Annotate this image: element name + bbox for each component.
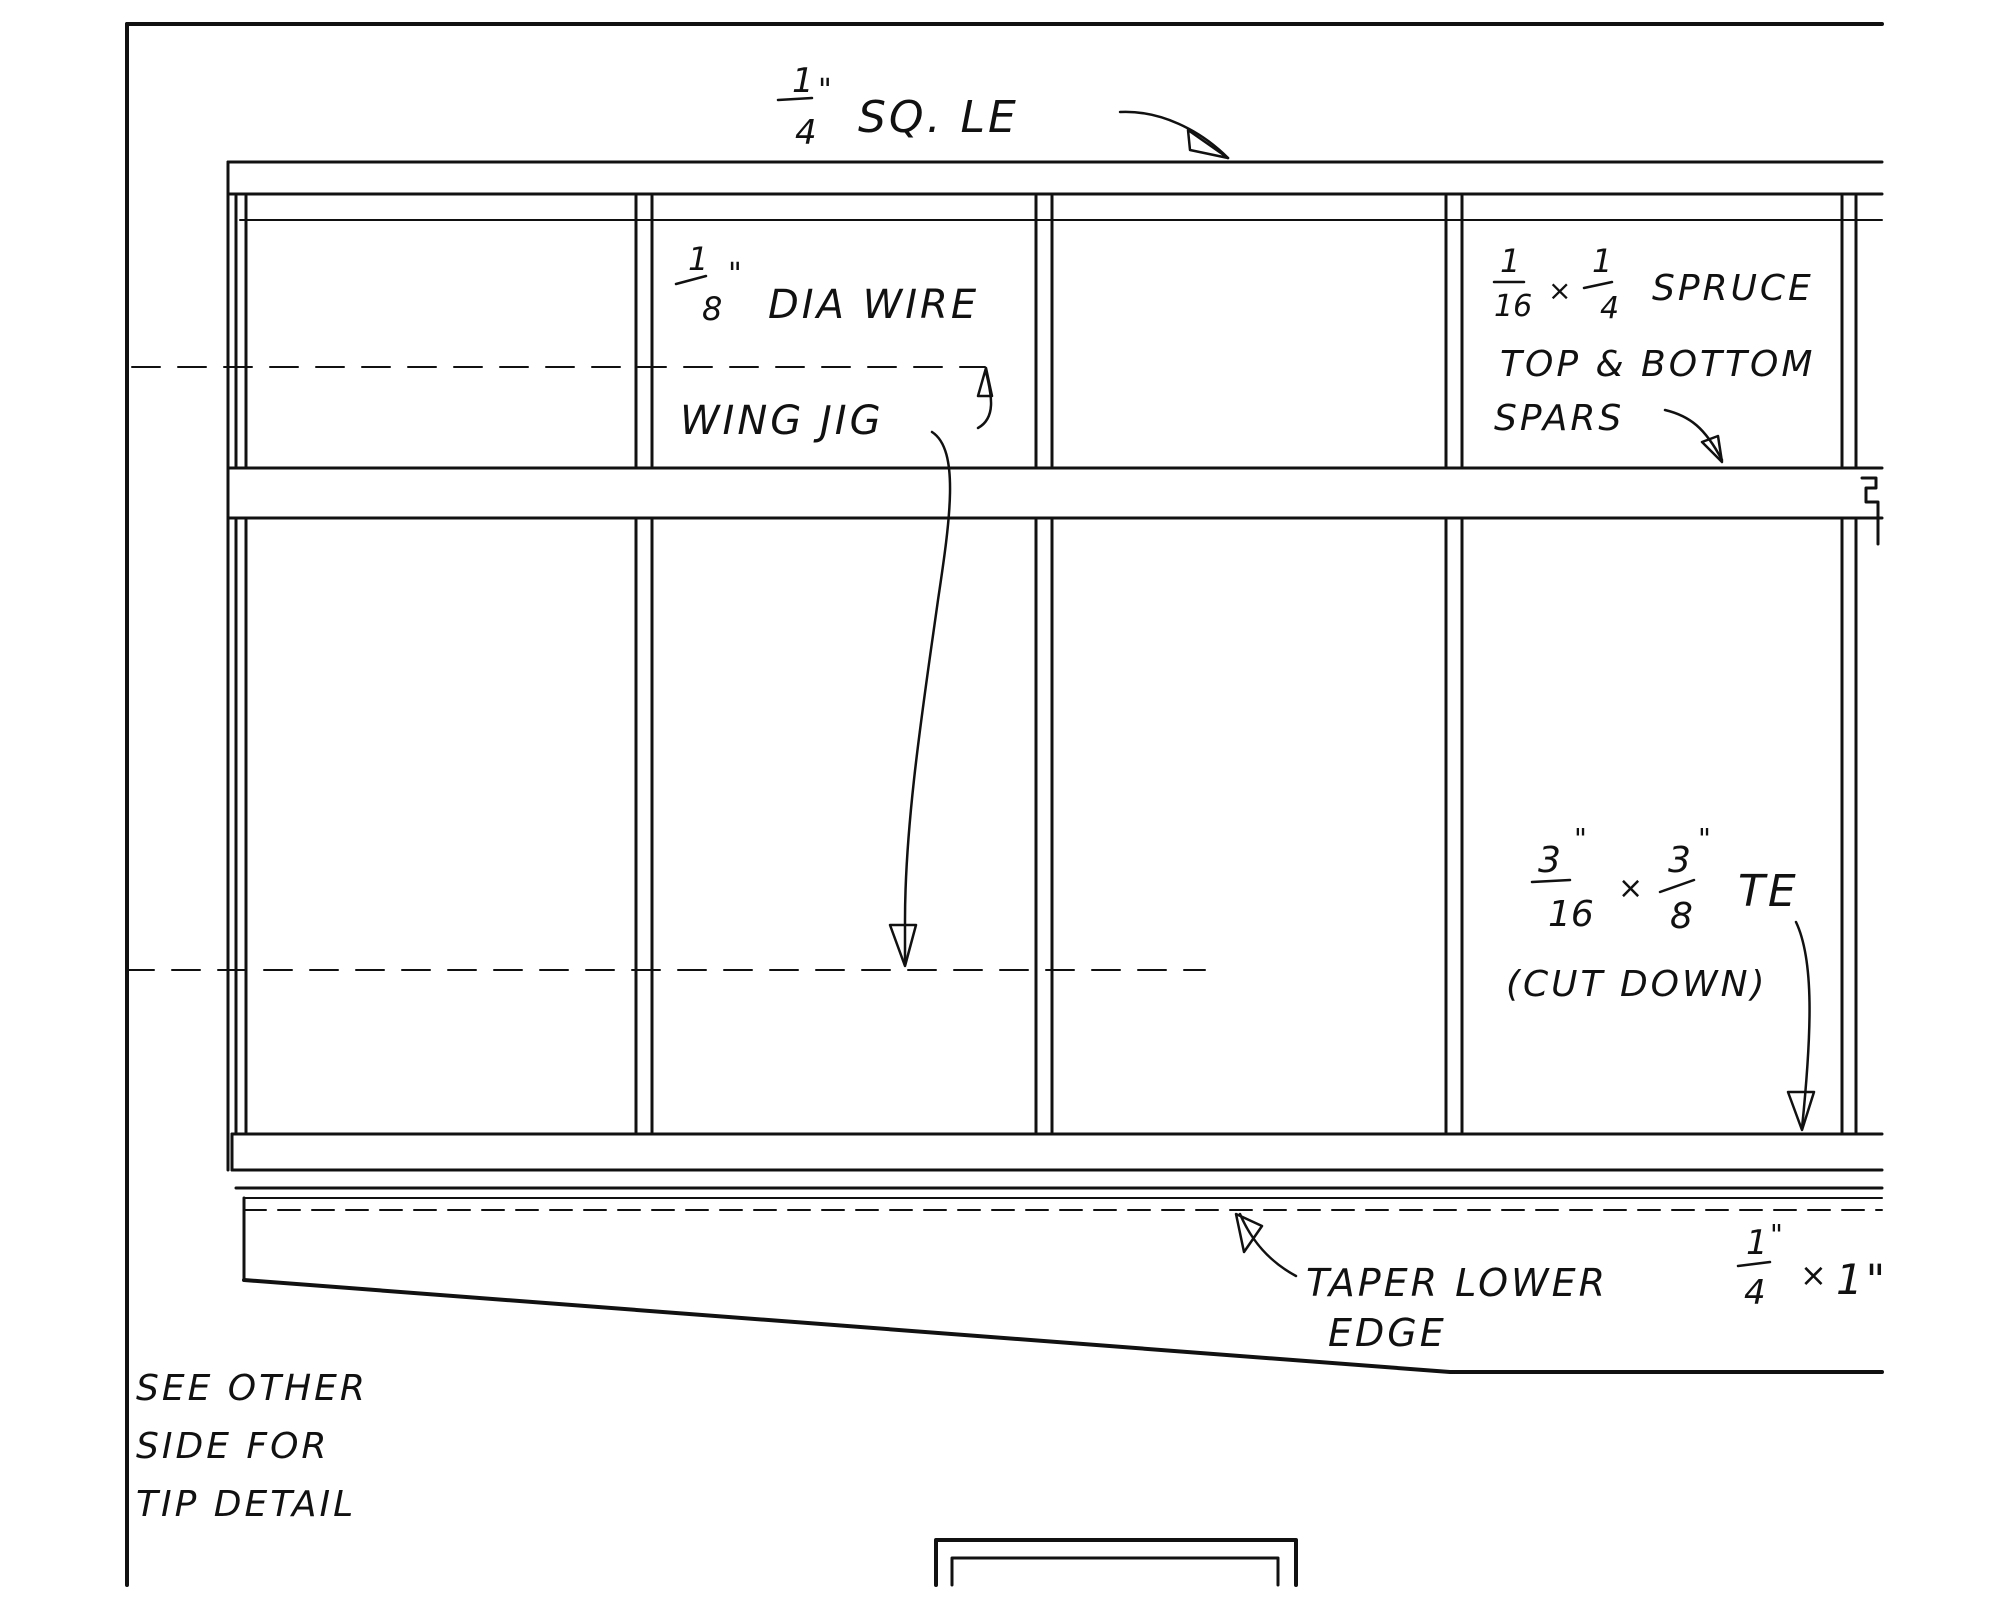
tapered-lower-edge [234,1186,1884,1374]
wing-ribs [234,194,1858,1134]
te-frac1-num: 3 [1538,840,1561,881]
main-spar [226,466,1884,546]
spars-line2: TOP & BOTTOM [1500,344,1815,385]
wire-text: DIA WIRE [768,282,979,328]
label-spars: 1 16 × 1 4 SPRUCE TOP & BOTTOM SPARS [1492,242,1815,439]
wire-frac-den: 8 [702,290,722,328]
label-taper: TAPER LOWER EDGE [1306,1261,1608,1355]
spars-frac1-num: 1 [1500,242,1520,280]
sheet-border [125,22,1884,1587]
jig-lines [125,366,1206,971]
te-frac1-den: 16 [1548,894,1594,935]
trailing-edge-strip [230,1132,1884,1172]
tip-frac-den: 4 [1744,1273,1766,1313]
leader-arrows [888,110,1816,1278]
te-frac2-num: 3 [1668,840,1691,881]
spars-times: × [1548,274,1574,307]
note-line1: SEE OTHER [136,1368,368,1409]
le-frac-den: 4 [795,113,817,153]
note-line2: SIDE FOR [136,1426,329,1467]
label-tip-stock: 1 4 " × 1" [1736,1218,1888,1313]
rib-2 [634,194,654,1134]
label-wire: 1 8 " DIA WIRE [674,240,979,328]
bottom-fixture [934,1538,1298,1587]
arrow-taper [1234,1212,1298,1278]
leading-edge-strip [226,160,1884,1172]
te-frac2-den: 8 [1670,896,1693,937]
taper-line1: TAPER LOWER [1306,1261,1608,1305]
te-note: (CUT DOWN) [1506,964,1768,1005]
rib-3 [1034,194,1054,1134]
te-times: × [1618,871,1646,906]
rib-5 [1840,194,1858,1134]
label-trailing-edge: 3 16 " × 3 8 " TE (CUT DOWN) [1506,822,1799,1005]
arrow-wing-jig-up [976,366,994,430]
rib-1 [234,194,248,1134]
wire-frac-num: 1 [688,240,708,278]
arrow-leading-edge [1118,110,1230,160]
spars-frac1-den: 16 [1494,289,1532,324]
arrow-wing-jig-down [888,430,952,968]
tip-frac-num: 1 [1746,1223,1768,1263]
te-text: TE [1738,866,1799,917]
tip-times: × [1800,1256,1830,1294]
spars-line3: SPARS [1494,398,1624,439]
taper-line2: EDGE [1328,1311,1447,1355]
arrow-spars [1663,408,1724,464]
label-leading-edge: 1 4 " SQ. LE [776,61,1019,153]
note-line3: TIP DETAIL [136,1484,356,1525]
le-frac-num: 1 [792,61,814,101]
spars-line1: SPRUCE [1652,268,1814,309]
rib-4 [1444,194,1464,1134]
tip-value: 1" [1836,1255,1888,1304]
tip-inch-mark: " [1770,1218,1786,1251]
wire-inch-mark: " [728,257,745,292]
spars-frac2-den: 4 [1600,291,1619,326]
label-wing-jig: WING JIG [680,398,884,444]
te-inch-mark-1: " [1574,822,1590,855]
spars-frac2-num: 1 [1592,242,1612,280]
le-text: SQ. LE [858,92,1019,143]
label-tip-note: SEE OTHER SIDE FOR TIP DETAIL [136,1368,368,1525]
arrow-trailing-edge [1786,920,1816,1132]
le-inch-mark: " [818,73,835,108]
te-inch-mark-2: " [1698,822,1714,855]
